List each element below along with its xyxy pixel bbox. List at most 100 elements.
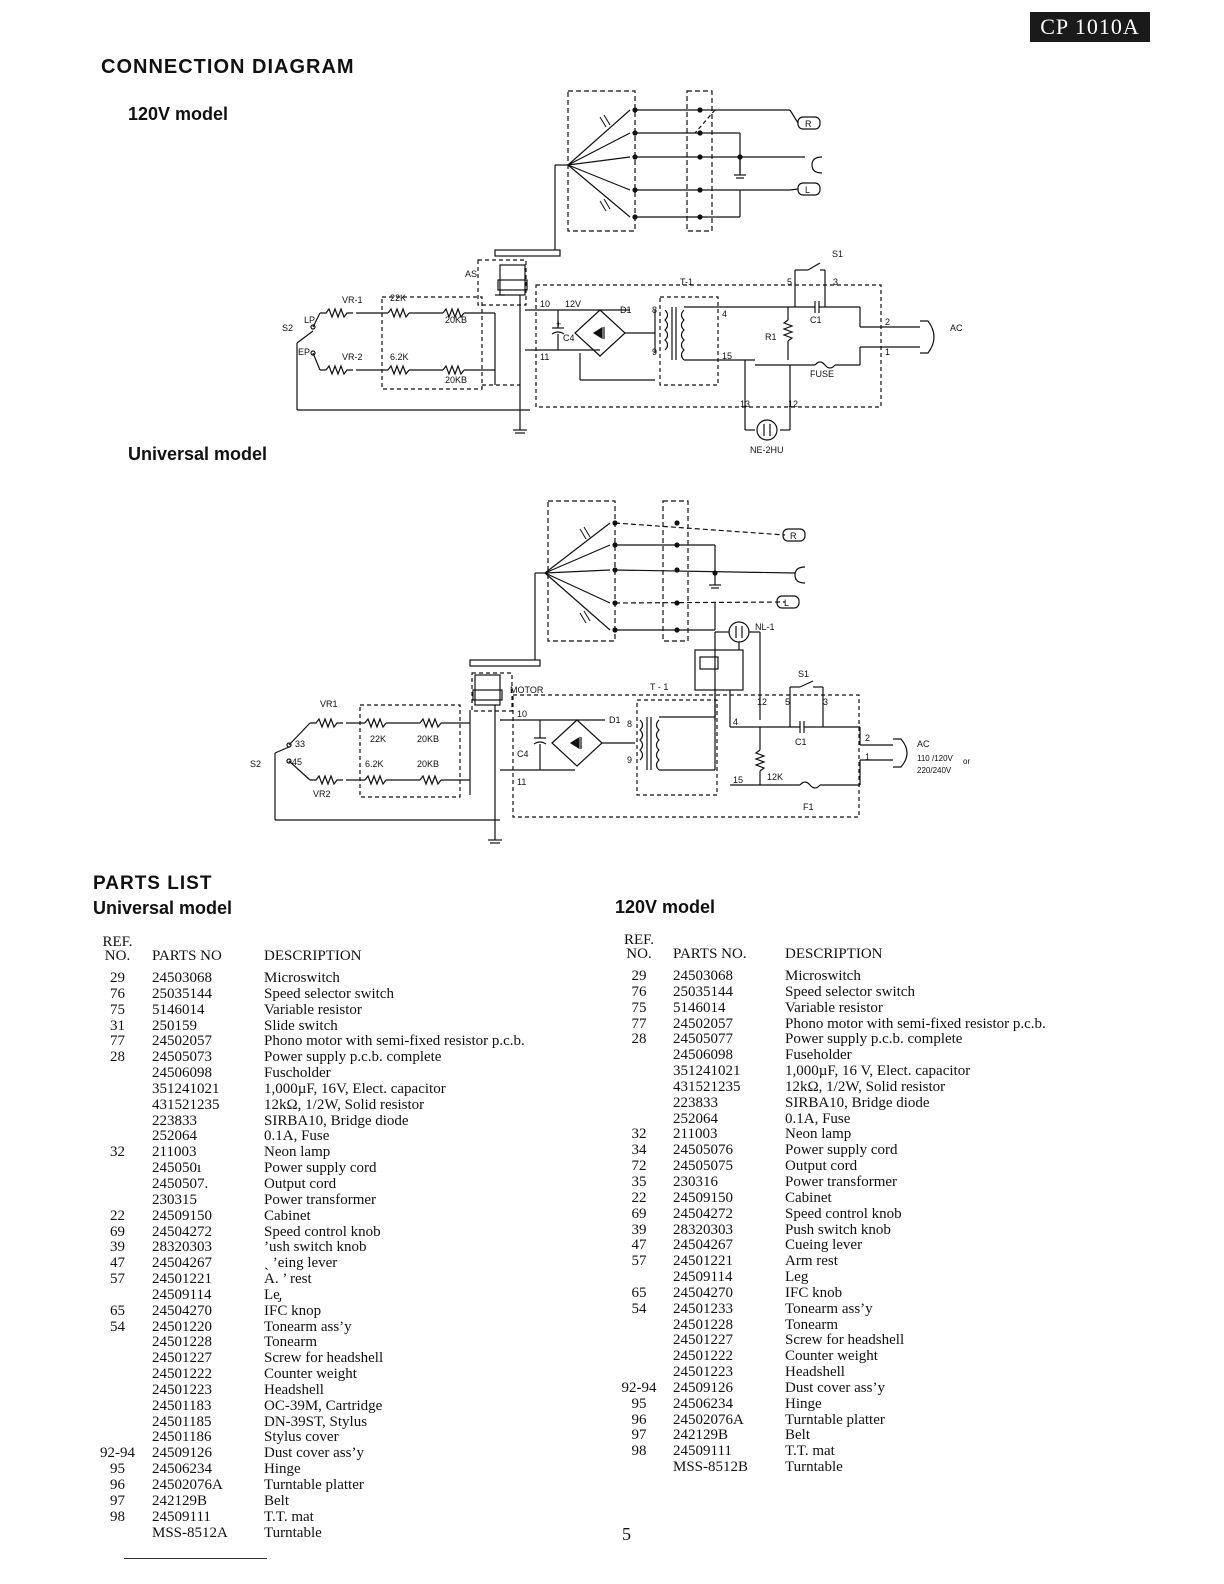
- svg-text:LP: LP: [304, 315, 315, 325]
- column-header-ref: REF. NO.: [102, 934, 133, 964]
- ref-no-cell: 39: [631, 1221, 647, 1238]
- description-cell: Screw for headshell: [264, 1350, 384, 1367]
- ref-no-cell: [95, 1367, 140, 1383]
- ref-no-cell: 29: [110, 970, 125, 986]
- ref-no-cell: [95, 1082, 140, 1098]
- parts-no-cell: 24501223: [152, 1381, 212, 1398]
- ref-no-cell: 54: [110, 1318, 125, 1335]
- parts-no-cell: 24501186: [152, 1429, 212, 1446]
- svg-text:+: +: [556, 319, 561, 329]
- tonearm-bar: [494, 249, 561, 257]
- parts-no-cell: 24505075: [673, 1158, 733, 1175]
- ref-no-cell: 76: [631, 983, 647, 1000]
- svg-text:8: 8: [652, 305, 657, 315]
- svg-text:FUSE: FUSE: [810, 369, 834, 379]
- parts-no-cell: 24506234: [673, 1395, 733, 1412]
- parts-no-cell: 24501228: [673, 1316, 733, 1333]
- svg-text:45: 45: [292, 757, 302, 767]
- table-row: 22 24509150 Cabinet: [617, 1189, 1046, 1207]
- svg-text:11: 11: [540, 352, 549, 362]
- ground-jack-icon: [811, 156, 823, 174]
- parts-no-cell: 211003: [673, 1126, 718, 1143]
- parts-no-cell: 223833: [152, 1112, 197, 1129]
- ref-no-cell: 28: [110, 1049, 125, 1066]
- bridge-diode-icon: [574, 309, 626, 357]
- ref-no-cell: [617, 1349, 661, 1365]
- description-cell: T.T. mat: [785, 1443, 835, 1460]
- description-cell: Cabinet: [785, 1189, 832, 1206]
- parts-no-cell: 24502057: [673, 1015, 733, 1032]
- ref-no-cell: [617, 1096, 661, 1112]
- parts-no-cell: 24501185: [152, 1413, 212, 1430]
- svg-text:12: 12: [788, 399, 798, 409]
- description-cell: Le̡: [264, 1286, 280, 1303]
- svg-text:VR1: VR1: [320, 699, 338, 709]
- ref-no-cell: [617, 1048, 661, 1064]
- description-cell: SIRBA10, Bridge diode: [264, 1112, 409, 1129]
- parts-no-cell: 24503068: [673, 968, 733, 984]
- ref-no-cell: [95, 1161, 140, 1177]
- ref-no-cell: 69: [110, 1223, 125, 1240]
- description-cell: Speed control knob: [264, 1223, 381, 1240]
- svg-text:MOTOR: MOTOR: [510, 685, 544, 695]
- ref-no-cell: 96: [631, 1411, 647, 1428]
- ref-no-cell: [95, 1383, 140, 1399]
- description-cell: Slide switch: [264, 1017, 338, 1034]
- parts-no-cell: 24501227: [152, 1350, 212, 1367]
- parts-list-title: PARTS LIST: [93, 873, 213, 894]
- ref-no-cell: [95, 1098, 140, 1114]
- svg-text:EP: EP: [298, 347, 310, 357]
- description-cell: Fuscholder: [264, 1065, 331, 1082]
- ref-no-cell: 92-94: [100, 1445, 135, 1462]
- svg-text:VR-1: VR-1: [342, 295, 363, 305]
- svg-text:F1: F1: [803, 802, 814, 812]
- column-header-description: DESCRIPTION: [785, 946, 883, 962]
- parts-no-cell: 24502076A: [152, 1477, 223, 1493]
- description-cell: Hinge: [264, 1461, 301, 1478]
- column-header-parts-no: PARTS NO.: [673, 946, 747, 962]
- svg-text:22K: 22K: [370, 734, 386, 744]
- svg-text:3: 3: [833, 277, 838, 287]
- ref-no-cell: 96: [110, 1477, 125, 1493]
- parts-no-cell: 28320303: [673, 1221, 733, 1238]
- parts-no-cell: 24501222: [673, 1348, 733, 1365]
- description-cell: Arm rest: [785, 1253, 838, 1270]
- r20kb-b-resistor: [419, 774, 442, 786]
- svg-text:11: 11: [517, 777, 526, 787]
- ref-no-cell: 22: [631, 1189, 647, 1206]
- ground-jack-icon: [794, 566, 806, 584]
- ref-no-cell: 95: [110, 1461, 125, 1478]
- table-row: 223833 SIRBA10, Bridge diode: [95, 1112, 525, 1130]
- svg-text:9: 9: [627, 755, 632, 765]
- svg-text:AS: AS: [465, 269, 477, 279]
- r62k-resistor: [364, 774, 387, 786]
- parts-no-cell: 24505077: [673, 1031, 733, 1048]
- description-cell: Neon lamp: [264, 1144, 331, 1161]
- description-cell: Speed selector switch: [785, 983, 915, 1000]
- description-cell: Belt: [264, 1492, 289, 1509]
- parts-no-cell: 24502076A: [673, 1411, 744, 1428]
- parts-no-cell: 24501221: [152, 1271, 212, 1288]
- power-supply-board: [512, 694, 860, 818]
- parts-no-cell: 24509150: [673, 1189, 733, 1206]
- ref-no-cell: [95, 1129, 140, 1145]
- parts-no-cell: 24506098: [152, 1065, 212, 1082]
